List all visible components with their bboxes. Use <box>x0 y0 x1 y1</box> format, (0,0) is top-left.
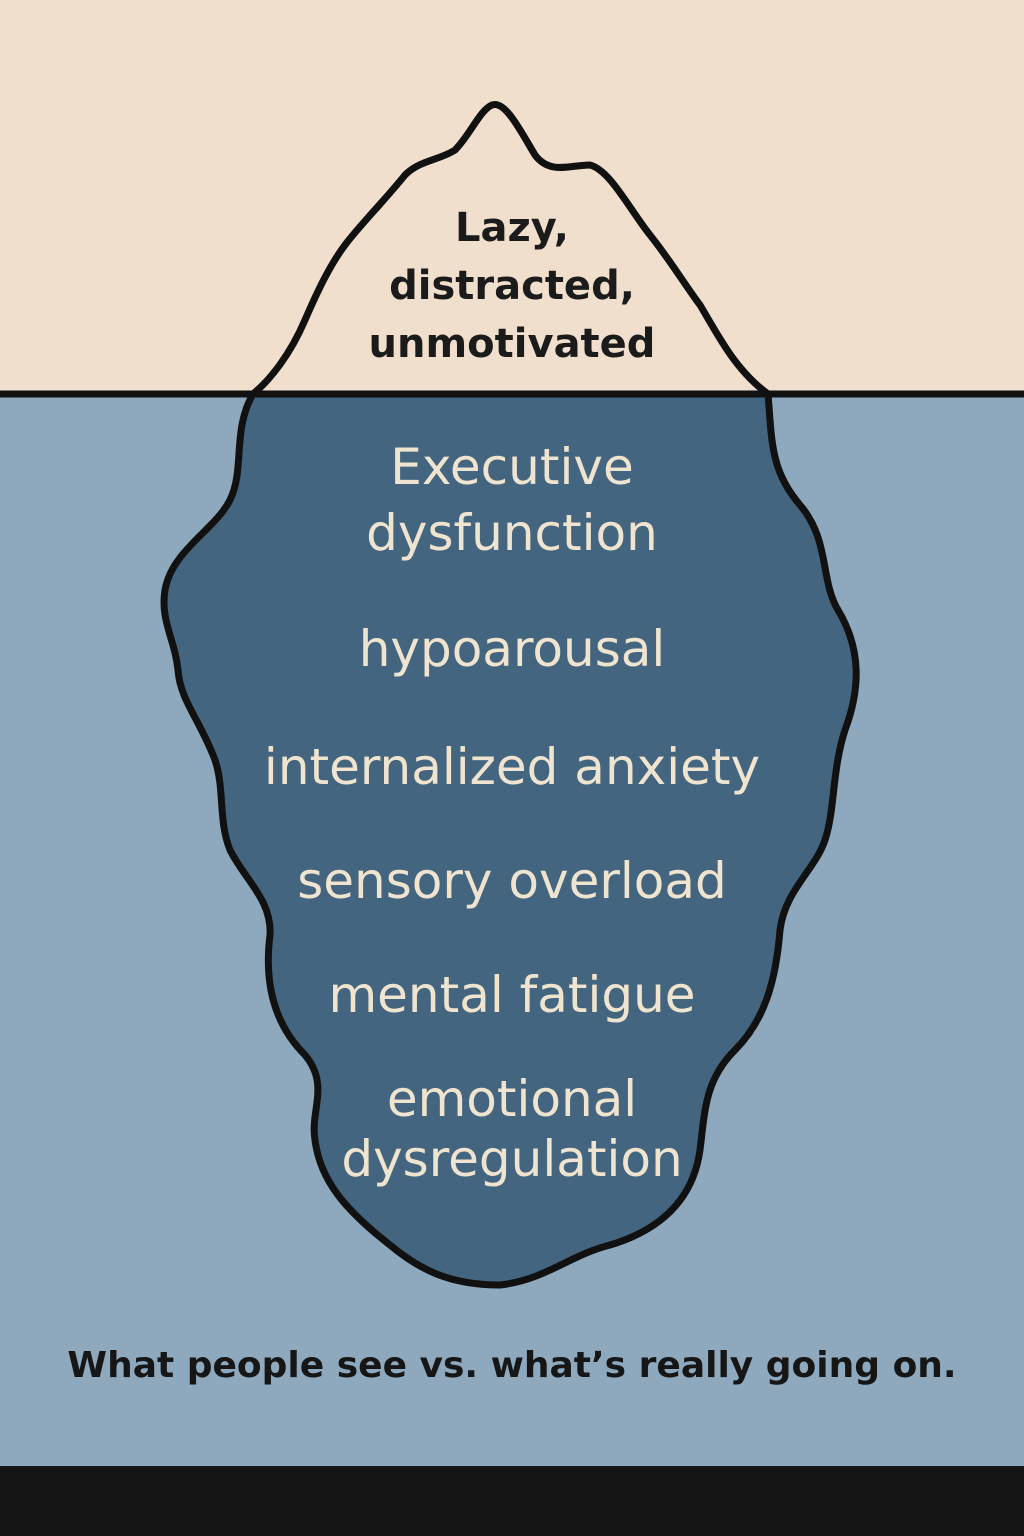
tip-label-line-3: unmotivated <box>368 321 656 367</box>
caption: What people see vs. what’s really going … <box>67 1345 957 1386</box>
iceberg-underwater-body <box>160 390 860 1289</box>
footer-band <box>0 1466 1024 1536</box>
underwater-item-hypoarousal: hypoarousal <box>358 620 666 678</box>
underwater-item-dysregulation: dysregulation <box>341 1130 683 1188</box>
tip-label-line-1: Lazy, <box>455 205 569 251</box>
underwater-item-emotional: emotional <box>386 1070 638 1128</box>
underwater-item-dysfunction: dysfunction <box>366 504 658 562</box>
underwater-item-executive: Executive <box>390 438 634 496</box>
underwater-item-sensory-overload: sensory overload <box>297 852 727 910</box>
underwater-item-mental-fatigue: mental fatigue <box>328 966 696 1024</box>
underwater-item-internalized-anxiety: internalized anxiety <box>263 738 761 796</box>
iceberg-tip <box>249 101 772 398</box>
tip-label-line-2: distracted, <box>389 263 635 309</box>
